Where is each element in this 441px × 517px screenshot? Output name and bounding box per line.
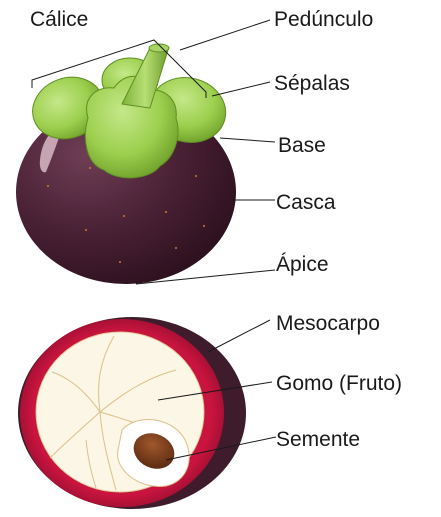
- label-casca: Casca: [276, 191, 336, 214]
- whole-mangosteen: [16, 44, 236, 284]
- label-calice: Cálice: [30, 8, 88, 31]
- cut-mangosteen: [18, 317, 246, 509]
- label-base: Base: [278, 134, 326, 157]
- label-sepalas: Sépalas: [274, 72, 350, 95]
- label-gomo: Gomo (Fruto): [276, 372, 402, 395]
- label-apice: Ápice: [276, 253, 329, 276]
- label-pedunculo: Pedúnculo: [274, 8, 373, 31]
- label-semente: Semente: [276, 428, 360, 451]
- label-mesocarpo: Mesocarpo: [276, 312, 380, 335]
